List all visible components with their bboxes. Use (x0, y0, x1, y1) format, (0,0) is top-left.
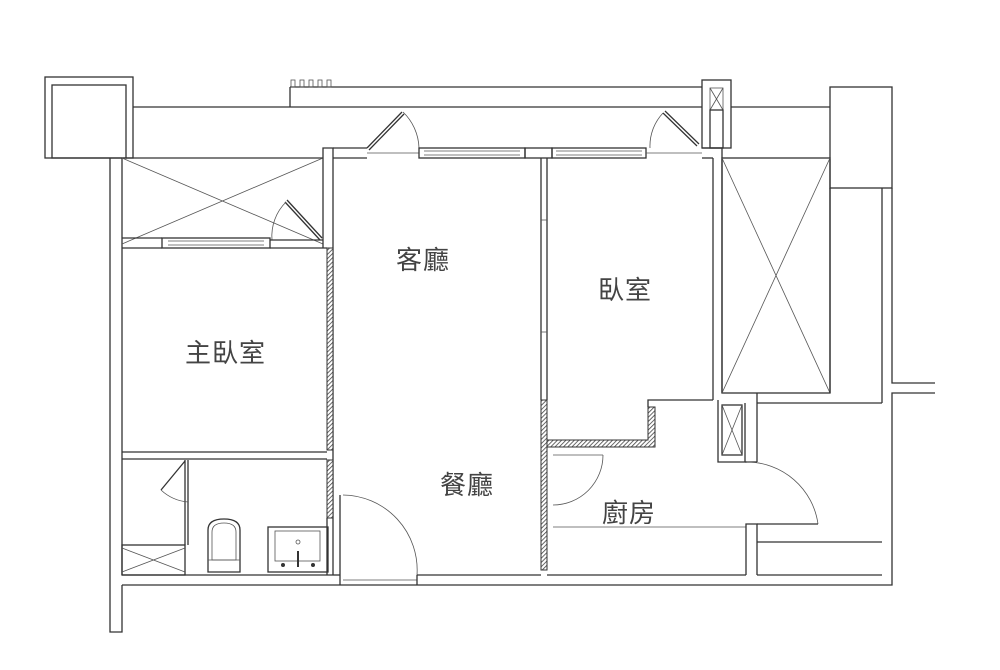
riser-shaft-top (701, 79, 732, 149)
hatched-wall (546, 406, 656, 448)
room-label-living-room: 客廳 (396, 246, 451, 276)
bathroom-door[interactable] (160, 460, 189, 545)
room-label-kitchen: 廚房 (602, 499, 657, 529)
left-outer-wall (109, 158, 123, 633)
living-room-window (418, 147, 526, 159)
storage-void (121, 157, 324, 245)
hatched-wall (326, 459, 334, 519)
right-shaft-void (721, 157, 831, 394)
kitchen-door[interactable] (552, 454, 604, 506)
room-label-master-bedroom: 主臥室 (185, 339, 267, 369)
master-bedroom-window (161, 237, 271, 249)
hatched-wall (540, 399, 548, 571)
bedroom-balcony-door[interactable] (646, 110, 702, 154)
living-room-balcony-door[interactable] (366, 111, 420, 154)
service-door[interactable] (746, 461, 819, 525)
railing-posts (290, 79, 332, 88)
room-label-dining-room: 餐廳 (440, 471, 495, 501)
sink-icon (267, 526, 329, 573)
hatched-wall (326, 247, 334, 451)
kitchen-riser (717, 393, 758, 463)
right-column (829, 86, 893, 189)
storage-door[interactable] (270, 199, 323, 241)
room-label-bedroom: 臥室 (598, 276, 653, 306)
bedroom-window (551, 147, 647, 159)
toilet-icon (207, 518, 241, 573)
balcony (133, 79, 830, 108)
shower-void (121, 544, 186, 576)
entrance-door[interactable] (333, 494, 541, 585)
top-left-column (44, 76, 134, 159)
